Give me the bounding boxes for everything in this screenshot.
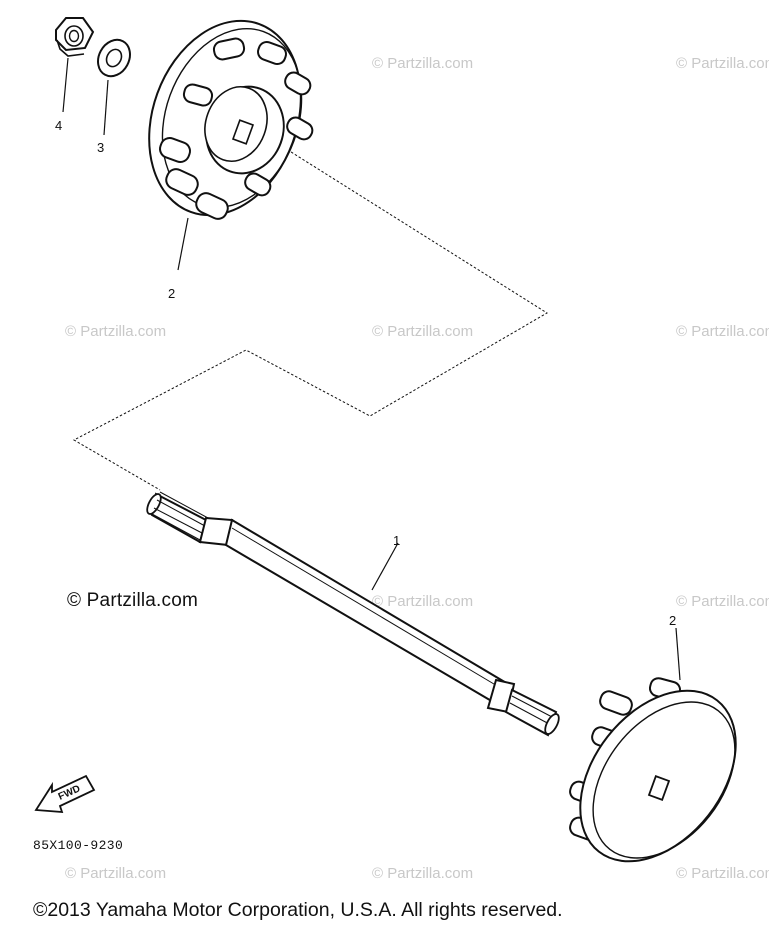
- watermark: © Partzilla.com: [676, 323, 769, 340]
- watermark: © Partzilla.com: [65, 865, 166, 882]
- callout-4: 4: [55, 118, 62, 133]
- callout-3: 3: [97, 140, 104, 155]
- watermark: © Partzilla.com: [676, 865, 769, 882]
- callout-1: 1: [393, 533, 400, 548]
- callout-2-upper: 2: [168, 286, 175, 301]
- leader-line: [103, 79, 109, 136]
- impeller-lower-part: [569, 677, 737, 863]
- nut-part: [55, 17, 95, 57]
- impeller-upper-part: [148, 19, 314, 220]
- watermark: © Partzilla.com: [676, 55, 769, 72]
- watermark: © Partzilla.com: [372, 323, 473, 340]
- watermark: © Partzilla.com: [372, 55, 473, 72]
- watermark: © Partzilla.com: [65, 323, 166, 340]
- callout-2-lower: 2: [669, 613, 676, 628]
- watermarks: © Partzilla.com © Partzilla.com © Partzi…: [65, 55, 769, 882]
- leader-line: [177, 217, 189, 271]
- copyright-notice: ©2013 Yamaha Motor Corporation, U.S.A. A…: [33, 899, 563, 921]
- shaft-part: [146, 491, 560, 737]
- washer-part: [97, 38, 131, 78]
- fwd-arrow-icon: FWD: [34, 774, 96, 814]
- diagram-part-code: 85X100-9230: [33, 838, 124, 853]
- leader-line: [62, 57, 69, 113]
- watermark: © Partzilla.com: [372, 593, 473, 610]
- leader-line: [675, 627, 681, 681]
- leader-line: [371, 542, 399, 591]
- partzilla-credit: © Partzilla.com: [67, 590, 199, 611]
- watermark: © Partzilla.com: [676, 593, 769, 610]
- assembly-guide-line: [72, 139, 548, 491]
- watermark: © Partzilla.com: [372, 865, 473, 882]
